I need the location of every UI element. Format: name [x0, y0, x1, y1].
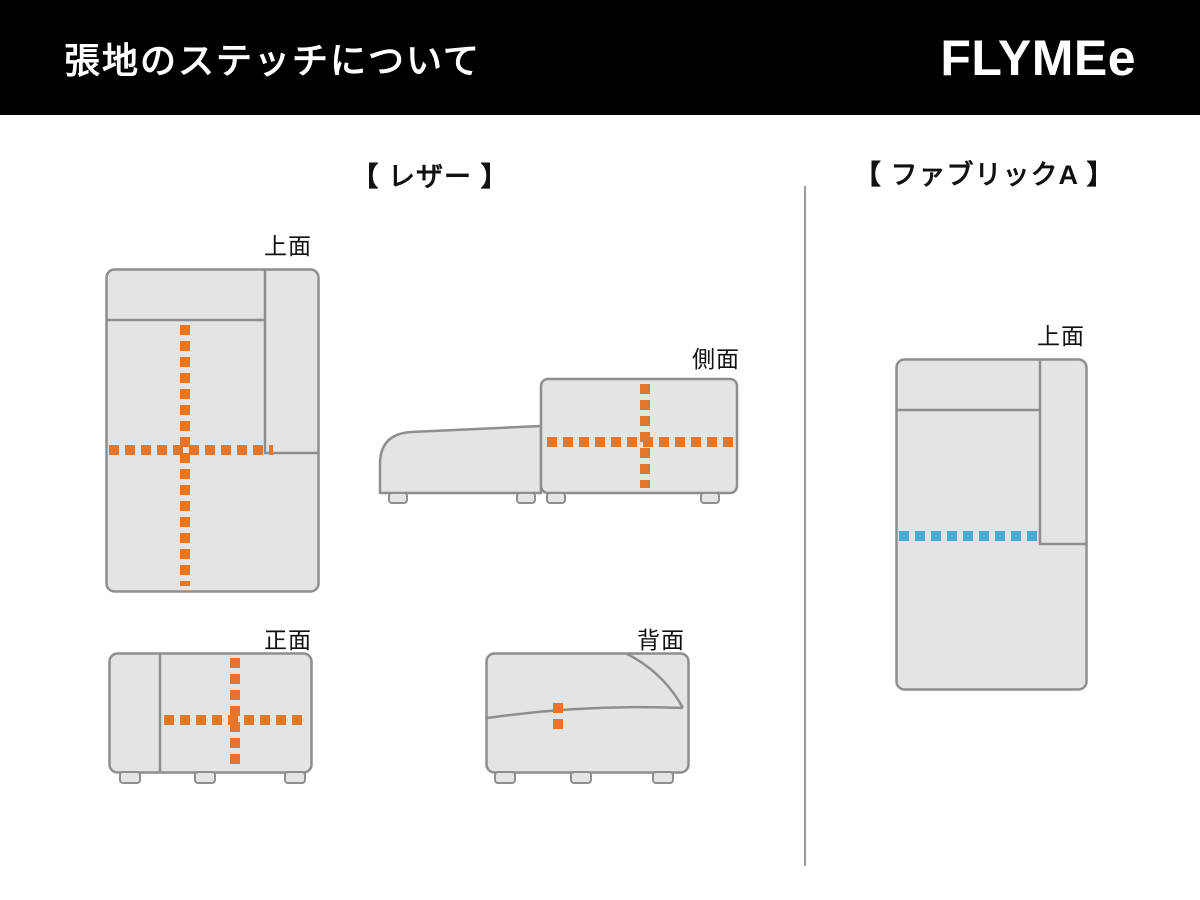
leather-back-view-label: 背面 — [637, 627, 685, 653]
seat-seam-curve — [486, 705, 684, 720]
sofa-leg — [546, 492, 566, 504]
sofa-leg — [516, 492, 536, 504]
leather-front-view-diagram — [108, 652, 313, 784]
chaise-body — [378, 424, 543, 495]
sofa-body — [108, 652, 313, 774]
page-title: 張地のステッチについて — [64, 39, 481, 81]
section-divider — [804, 186, 806, 866]
flymee-logo: FLYMEe — [940, 29, 1136, 86]
leather-top-view-label: 上面 — [264, 233, 312, 259]
armrest-curve — [626, 652, 685, 709]
sofa-leg — [194, 771, 216, 784]
sofa-leg — [700, 492, 720, 504]
armrest-seam — [263, 269, 319, 455]
sofa-leg — [284, 771, 306, 784]
sofa-body — [105, 268, 320, 593]
header-bar: 張地のステッチについて FLYMEe — [0, 0, 1200, 115]
leather-front-view-label: 正面 — [264, 627, 312, 653]
backrest-module — [539, 377, 739, 495]
fabric-top-view-diagram — [895, 358, 1088, 691]
sofa-leg — [652, 771, 674, 784]
leather-section-heading: 【 レザー 】 — [351, 162, 509, 192]
leather-top-view-diagram — [105, 268, 320, 593]
fabric-section-heading: 【 ファブリックA 】 — [854, 160, 1115, 190]
sofa-leg — [570, 771, 592, 784]
sofa-leg — [388, 492, 408, 504]
sofa-leg — [119, 771, 141, 784]
armrest-seam — [1038, 359, 1087, 546]
sofa-leg — [494, 771, 516, 784]
fabric-top-view-label: 上面 — [1037, 323, 1085, 349]
leather-back-view-diagram — [485, 652, 690, 784]
leather-side-view-diagram — [378, 377, 739, 504]
leather-side-view-label: 側面 — [692, 346, 740, 372]
